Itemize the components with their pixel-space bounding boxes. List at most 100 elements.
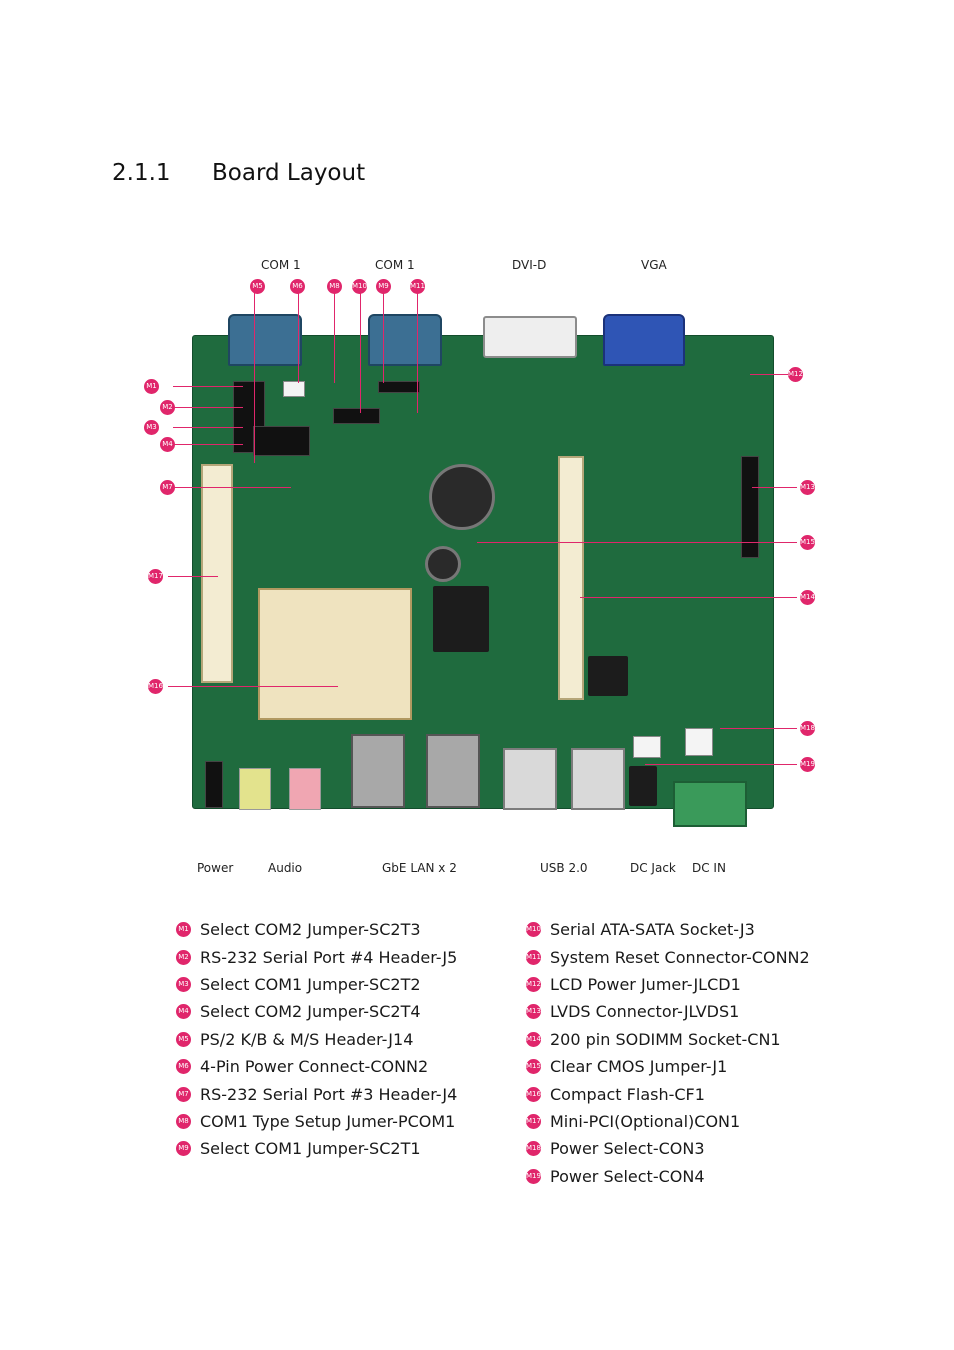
label-usb: USB 2.0 [540, 861, 588, 875]
dc-in-terminal [673, 781, 747, 827]
legend-badge: M5 [176, 1031, 191, 1047]
legend-item: M9 Select COM1 Jumper-SC2T1 [176, 1135, 457, 1162]
power-select-con3 [685, 728, 713, 756]
marker-m10: M10 [352, 279, 367, 294]
leader-line [334, 293, 335, 383]
marker-m4: M4 [160, 437, 175, 452]
marker-m8: M8 [327, 279, 342, 294]
section-number: 2.1.1 [112, 160, 171, 186]
board-layout-figure: COM 1 COM 1 DVI-D VGA [140, 255, 820, 880]
legend-item: M19 Power Select-CON4 [526, 1163, 810, 1190]
leader-line [173, 427, 243, 428]
usb-port-1 [503, 748, 557, 810]
legend-item: M1 Select COM2 Jumper-SC2T3 [176, 916, 457, 943]
sodimm-socket [558, 456, 584, 700]
marker-m12: M12 [788, 367, 803, 382]
legend-text: 4-Pin Power Connect-CONN2 [200, 1057, 429, 1077]
marker-m2: M2 [160, 400, 175, 415]
leader-line [720, 728, 797, 729]
leader-line [173, 386, 243, 387]
section-title: Board Layout [212, 160, 366, 186]
legend-badge: M4 [176, 1004, 191, 1020]
label-power: Power [197, 861, 234, 875]
marker-m17: M17 [148, 569, 163, 584]
leader-line [752, 487, 797, 488]
com1-connector-left [228, 314, 302, 366]
marker-m14: M14 [800, 590, 815, 605]
power-switch [205, 761, 223, 808]
audio-jack-line-out [239, 768, 271, 810]
legend-badge: M16 [526, 1086, 541, 1102]
leader-line [360, 293, 361, 413]
leader-line [254, 293, 255, 463]
legend-badge: M18 [526, 1141, 541, 1157]
vga-connector [603, 314, 685, 366]
label-gbe-lan: GbE LAN x 2 [382, 861, 457, 875]
legend-badge: M14 [526, 1031, 541, 1047]
leader-line [173, 407, 243, 408]
legend-badge: M3 [176, 976, 191, 992]
serial-header [253, 426, 310, 456]
dvi-connector [483, 316, 577, 358]
legend-badge: M15 [526, 1059, 541, 1075]
marker-m3: M3 [144, 420, 159, 435]
leader-line [383, 293, 384, 383]
label-com1-left: COM 1 [261, 258, 301, 272]
legend-text: Serial ATA-SATA Socket-J3 [550, 920, 755, 940]
label-audio: Audio [268, 861, 303, 875]
section-heading: 2.1.1 Board Layout [112, 160, 365, 186]
legend-badge: M8 [176, 1113, 191, 1129]
leader-line [168, 686, 338, 687]
compact-flash-slot [258, 588, 412, 720]
legend-text: Select COM2 Jumper-SC2T3 [200, 920, 421, 940]
motherboard-photo [192, 314, 774, 827]
legend-badge: M13 [526, 1004, 541, 1020]
legend-text: Select COM1 Jumper-SC2T1 [200, 1139, 421, 1159]
lan-port-2 [426, 734, 480, 808]
legend-item: M16 Compact Flash-CF1 [526, 1080, 810, 1107]
leader-line [417, 293, 418, 413]
marker-m16: M16 [148, 679, 163, 694]
legend-text: Power Select-CON4 [550, 1166, 705, 1186]
marker-m11: M11 [410, 279, 425, 294]
legend-badge: M12 [526, 976, 541, 992]
jumper-headers-left [233, 381, 265, 453]
leader-line [298, 293, 299, 383]
legend-text: PS/2 K/B & M/S Header-J14 [200, 1029, 414, 1049]
legend-text: RS-232 Serial Port #3 Header-J4 [200, 1084, 458, 1104]
legend-text: Mini-PCI(Optional)CON1 [550, 1111, 741, 1131]
legend-text: RS-232 Serial Port #4 Header-J5 [200, 947, 458, 967]
legend-badge: M19 [526, 1168, 541, 1184]
lvds-connector [741, 456, 759, 558]
legend-badge: M10 [526, 922, 541, 938]
cmos-battery [429, 464, 495, 530]
power-select-con4 [633, 736, 661, 758]
leader-line [580, 597, 797, 598]
legend-item: M10 Serial ATA-SATA Socket-J3 [526, 916, 810, 943]
legend-text: System Reset Connector-CONN2 [550, 947, 810, 967]
dc-jack-part [629, 766, 657, 806]
leader-line [168, 576, 218, 577]
legend-badge: M2 [176, 949, 191, 965]
marker-m6: M6 [290, 279, 305, 294]
legend-badge: M1 [176, 922, 191, 938]
leader-line [477, 542, 797, 543]
bios-chip [433, 586, 489, 652]
label-com1-right: COM 1 [375, 258, 415, 272]
legend-text: Compact Flash-CF1 [550, 1084, 705, 1104]
leader-line [645, 764, 797, 765]
buzzer [425, 546, 461, 582]
label-dc-jack: DC Jack [630, 861, 676, 875]
marker-m5: M5 [250, 279, 265, 294]
legend-badge: M9 [176, 1141, 191, 1157]
